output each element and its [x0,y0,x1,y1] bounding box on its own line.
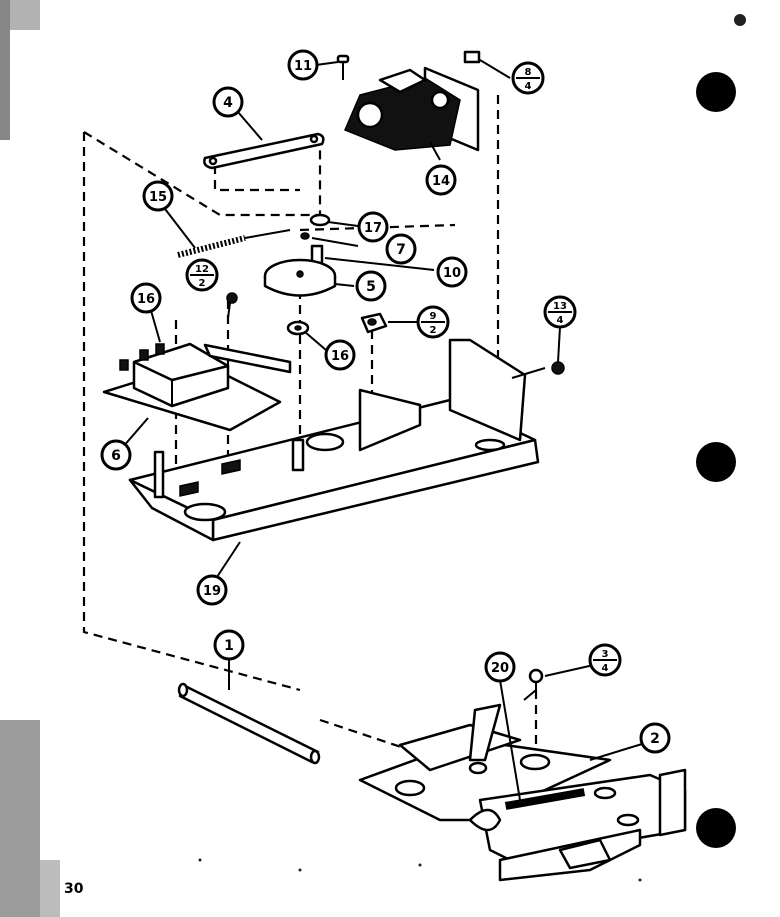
screw-11 [336,54,350,80]
callout-4: 4 [212,86,244,118]
callout-label: 16 [137,292,155,307]
callout-17: 17 [357,211,389,243]
callout-label: 16 [331,349,349,364]
callout-fraction-13-4: 13 4 [543,295,577,363]
callout-label: 19 [203,584,221,599]
spring-15 [177,229,291,258]
screw-13-4 [551,361,565,375]
callout-label: 11 [294,59,312,74]
grommet-9-2 [360,312,388,334]
callout-14: 14 [425,164,457,196]
callout-5: 5 [355,270,387,302]
scan-noise [0,0,746,917]
cam-stack [263,213,337,297]
fraction-top: 13 [553,301,567,312]
callout-2: 2 [639,722,671,754]
fraction-top: 3 [602,649,609,660]
callout-10: 10 [436,256,468,288]
binder-hole [696,808,736,848]
fraction-bottom: 4 [525,81,532,92]
callout-fraction-8-4: 8 4 [511,61,545,95]
shaft-1 [177,682,321,765]
callout-label: 6 [111,448,121,464]
page-number: 30 [64,881,84,897]
binder-hole [696,442,736,482]
base-chassis-19 [128,338,540,542]
fraction-top: 9 [430,311,437,322]
timer-switch-6 [102,342,292,432]
callout-label: 20 [491,661,509,676]
callout-label: 17 [364,221,382,236]
fraction-bottom: 2 [430,325,437,336]
callout-20: 20 [484,651,516,683]
callout-label: 2 [650,731,660,747]
washer-16 [286,320,310,336]
callout-7: 7 [385,233,417,265]
fraction-bottom: 4 [557,315,564,326]
callout-label: 7 [396,242,406,258]
link-bar-4 [203,132,325,170]
callout-label: 1 [224,638,234,654]
bracket-assembly-2 [358,679,687,882]
callout-6: 6 [100,439,132,471]
fraction-bottom: 2 [199,278,206,289]
callout-label: 15 [149,190,167,205]
switch-motor-14 [344,50,481,152]
callout-label: 14 [432,174,450,189]
callout-1: 1 [213,629,245,661]
callout-fraction-3-4: 3 4 [588,643,622,677]
fraction-top: 12 [195,264,209,275]
callout-label: 5 [366,279,376,295]
callout-15: 15 [142,180,174,212]
callout-label: 10 [443,266,461,281]
callout-fraction-9-2: 9 2 [416,305,450,339]
callout-label: 4 [223,95,233,111]
screw-3-4 [528,668,544,694]
callout-16-washer: 16 [324,339,356,371]
fraction-bottom: 4 [602,663,609,674]
binder-hole [696,72,736,112]
fraction-top: 8 [525,67,532,78]
callout-19: 19 [196,574,228,606]
screw-12-2 [226,292,238,319]
callout-fraction-12-2: 12 2 [185,258,219,292]
callout-16-switch: 16 [130,282,162,314]
callout-11: 11 [287,49,319,81]
